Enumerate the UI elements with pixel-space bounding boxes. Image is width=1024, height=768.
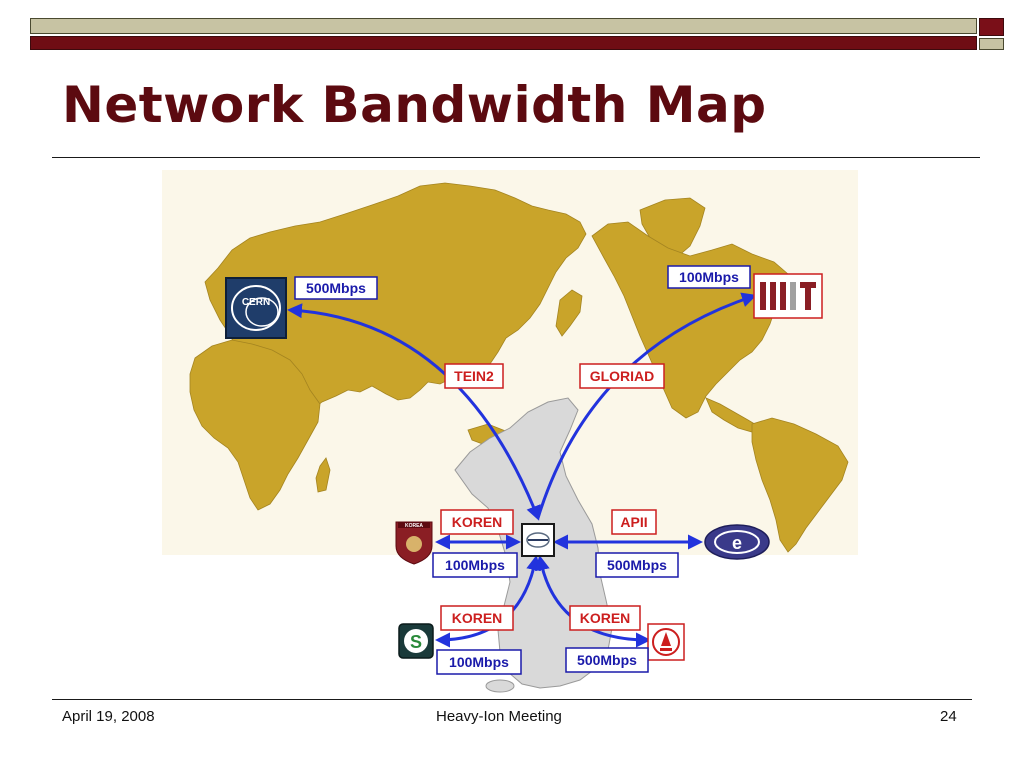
slide-title: Network Bandwidth Map (62, 76, 767, 134)
label-mit-bandwidth: 100Mbps (667, 265, 751, 289)
header-corner-olive (979, 38, 1004, 50)
label-cern-network: TEIN2 (444, 363, 504, 389)
korea-univ-logo-text: KOREA (405, 523, 423, 529)
label-cern-bandwidth: 500Mbps (294, 276, 378, 300)
label-sw-bandwidth: 100Mbps (436, 649, 522, 675)
network-map-diagram: CERN KOREA e S (162, 170, 858, 693)
header-bar-red (30, 36, 977, 50)
label-korea-univ-bandwidth: 100Mbps (432, 552, 518, 578)
kek-logo-text: e (732, 533, 742, 553)
label-se-bandwidth: 500Mbps (565, 647, 649, 673)
kisti-logo: S (398, 623, 434, 659)
footer-divider (52, 699, 972, 700)
kek-logo: e (704, 524, 770, 560)
footer-event: Heavy-Ion Meeting (436, 708, 562, 725)
svg-text:500Mbps: 500Mbps (607, 557, 667, 573)
kisti-logo-text: S (410, 632, 422, 652)
svg-text:GLORIAD: GLORIAD (590, 368, 655, 384)
mit-logo (753, 273, 823, 319)
svg-text:KOREN: KOREN (452, 514, 503, 530)
svg-text:APII: APII (620, 514, 647, 530)
svg-text:TEIN2: TEIN2 (454, 368, 494, 384)
svg-text:100Mbps: 100Mbps (449, 654, 509, 670)
svg-text:100Mbps: 100Mbps (445, 557, 505, 573)
cern-logo-text: CERN (242, 297, 270, 308)
link-cern (287, 303, 541, 521)
label-sw-network: KOREN (440, 605, 514, 631)
cern-logo: CERN (225, 277, 287, 339)
footer-page-number: 24 (940, 708, 957, 725)
svg-text:KOREN: KOREN (580, 610, 631, 626)
footer-date: April 19, 2008 (62, 708, 155, 725)
south-america-landmass (751, 417, 849, 553)
japan-landmass (555, 289, 583, 337)
header-corner-red (979, 18, 1004, 36)
title-divider (52, 157, 980, 158)
korea-university-logo: KOREA (395, 521, 433, 565)
label-se-network: KOREN (569, 605, 641, 631)
jeju-island (485, 679, 515, 693)
label-mit-network: GLORIAD (579, 363, 665, 389)
knu-logo (647, 623, 685, 661)
label-japan-network: APII (611, 509, 657, 535)
label-japan-bandwidth: 500Mbps (595, 552, 679, 578)
header-bar-olive (30, 18, 977, 34)
label-korea-univ-network: KOREN (440, 509, 514, 535)
hub-logo (521, 523, 555, 557)
svg-text:KOREN: KOREN (452, 610, 503, 626)
svg-text:100Mbps: 100Mbps (679, 269, 739, 285)
svg-text:500Mbps: 500Mbps (577, 652, 637, 668)
svg-text:500Mbps: 500Mbps (306, 280, 366, 296)
